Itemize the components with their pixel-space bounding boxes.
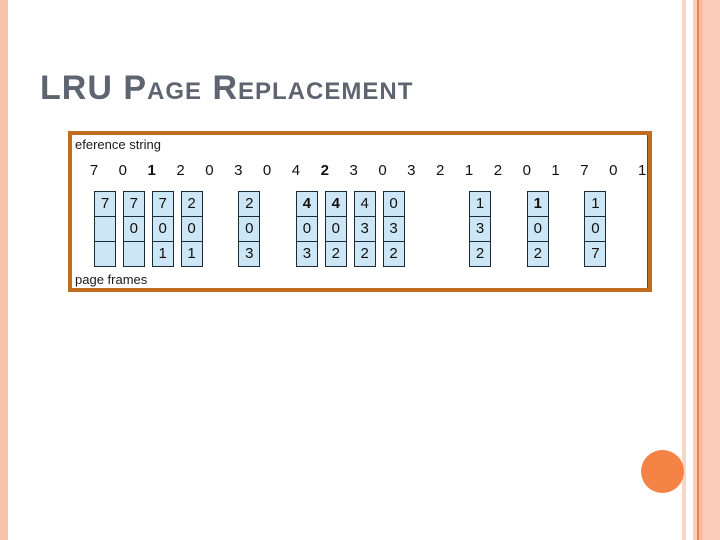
- page-frame-cell: 1: [469, 191, 492, 217]
- page-frame-cell: 3: [238, 241, 261, 267]
- page-frame-column: 7: [94, 191, 116, 267]
- page-frame-cell: 2: [469, 241, 492, 267]
- reference-number: 2: [176, 162, 185, 179]
- page-frame-cell: [122, 241, 145, 267]
- page-frame-cell: 4: [324, 191, 347, 217]
- page-frame-cell: 4: [353, 191, 376, 217]
- right-stripe-inner: [699, 0, 703, 540]
- reference-number: 1: [637, 162, 647, 179]
- reference-number: 7: [580, 162, 589, 179]
- reference-number: 0: [609, 162, 618, 179]
- reference-number: 0: [118, 162, 128, 179]
- reference-number: 0: [205, 162, 214, 179]
- page-frame-cell: 7: [151, 191, 174, 217]
- page-frame-cell: 1: [151, 241, 174, 267]
- reference-number: 3: [407, 162, 416, 179]
- right-stripe-line: [697, 0, 699, 540]
- page-frame-cell: 1: [584, 191, 607, 217]
- page-frame-cell: 0: [526, 216, 549, 242]
- page-frame-cell: 3: [382, 216, 405, 242]
- reference-number: 1: [464, 162, 474, 179]
- reference-number: 2: [436, 162, 445, 179]
- reference-number: 2: [493, 162, 503, 179]
- page-frame-cell: [94, 216, 116, 242]
- page-frame-cell: 3: [295, 241, 318, 267]
- left-accent-stripe: [0, 0, 8, 540]
- reference-number: 0: [378, 162, 387, 179]
- reference-number: 2: [320, 162, 329, 179]
- page-frame-cell: 2: [353, 241, 376, 267]
- page-frame-cell: 2: [526, 241, 549, 267]
- right-stripe-middle: [693, 0, 697, 540]
- reference-number: 7: [89, 162, 99, 179]
- page-frame-cell: 0: [382, 191, 405, 217]
- page-frame-cell: 7: [584, 241, 607, 267]
- page-frame-cell: 0: [584, 216, 607, 242]
- page-frame-cell: 2: [324, 241, 347, 267]
- page-frame-cell: 4: [295, 191, 318, 217]
- reference-number: 0: [262, 162, 272, 179]
- reference-number: 4: [291, 162, 301, 179]
- right-stripe-band: [703, 0, 720, 540]
- right-stripe-outer: [682, 0, 686, 540]
- page-frame-cell: 2: [238, 191, 261, 217]
- page-frame-cell: 3: [353, 216, 376, 242]
- reference-number: 0: [522, 162, 531, 179]
- page-frame-cell: 0: [151, 216, 174, 242]
- reference-number: 1: [147, 162, 156, 179]
- reference-number: 3: [234, 162, 243, 179]
- page-frame-cell: 0: [180, 216, 203, 242]
- reference-string-label: eference string: [75, 137, 161, 152]
- page-frame-cell: 0: [295, 216, 318, 242]
- page-frame-cell: 0: [122, 216, 145, 242]
- slide-title: LRU Page Replacement: [40, 69, 414, 107]
- figure-inner-edge-line: [647, 135, 648, 288]
- page-frame-cell: 0: [324, 216, 347, 242]
- page-frame-cell: 2: [382, 241, 405, 267]
- page-frame-cell: [94, 241, 116, 267]
- decorative-circle: [641, 450, 684, 493]
- page-frame-cell: 1: [180, 241, 203, 267]
- page-frame-cell: 0: [238, 216, 261, 242]
- page-frame-cell: 3: [469, 216, 492, 242]
- page-frame-cell: 2: [180, 191, 203, 217]
- page-frames-label: page frames: [75, 272, 148, 287]
- page-frame-cell: 7: [94, 191, 116, 217]
- reference-number: 1: [551, 162, 560, 179]
- page-frame-cell: 7: [122, 191, 145, 217]
- page-frame-cell: 1: [526, 191, 549, 217]
- reference-number: 3: [349, 162, 358, 179]
